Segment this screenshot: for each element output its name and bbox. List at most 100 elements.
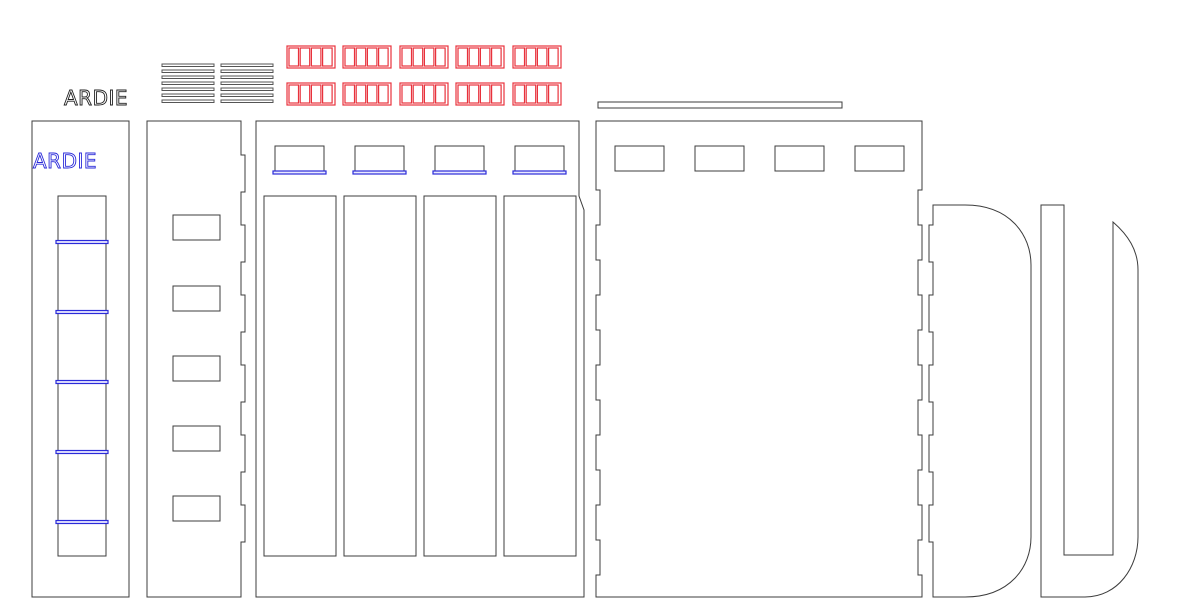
- red-box: [310, 47, 322, 67]
- panel-second: [146, 120, 246, 598]
- red-box: [401, 84, 413, 104]
- panel-second-holes: [172, 214, 221, 522]
- strip: [220, 87, 274, 91]
- window-sill: [432, 170, 487, 175]
- panel-window: [434, 145, 485, 172]
- red-box: [457, 47, 469, 67]
- panel-second-outline: [146, 120, 246, 598]
- red-box: [547, 84, 559, 104]
- red-box: [378, 47, 389, 67]
- top-label: ARDIE: [64, 86, 128, 110]
- red-box-grid: [286, 45, 562, 106]
- red-group: [399, 82, 449, 106]
- panel-slot: [263, 195, 337, 557]
- panel-window: [774, 145, 825, 172]
- panel-hole: [172, 425, 221, 452]
- red-box: [435, 84, 446, 104]
- window-sill: [352, 170, 407, 175]
- strip: [161, 69, 215, 73]
- panel-left-outline: [31, 120, 130, 598]
- long-strip: [597, 101, 843, 109]
- red-group: [512, 45, 562, 69]
- panel-third: [255, 120, 585, 598]
- strip: [220, 75, 274, 79]
- red-box: [288, 47, 300, 67]
- strip: [220, 99, 274, 103]
- red-box: [468, 84, 480, 104]
- panel-slot: [343, 195, 417, 557]
- red-box: [366, 84, 378, 104]
- ladder-rungs: [55, 239, 109, 525]
- panel-third-outline: [255, 120, 585, 598]
- red-group: [286, 45, 336, 69]
- red-box: [423, 84, 435, 104]
- ladder-rung: [55, 519, 109, 525]
- red-box: [491, 47, 502, 67]
- window-sill: [272, 170, 327, 175]
- red-box: [412, 84, 424, 104]
- red-box: [457, 84, 469, 104]
- red-box: [299, 47, 311, 67]
- panel-d-shape: [928, 204, 1032, 598]
- red-group: [342, 45, 392, 69]
- strip-stack: [161, 63, 274, 103]
- red-group: [512, 82, 562, 106]
- red-box: [355, 47, 367, 67]
- panel-hole: [172, 495, 221, 522]
- red-box: [310, 84, 322, 104]
- panel-label: ARDIE: [33, 149, 97, 173]
- strip: [220, 93, 274, 97]
- red-box: [525, 47, 537, 67]
- red-box: [401, 47, 413, 67]
- panel-hole: [172, 355, 221, 382]
- red-box: [536, 84, 548, 104]
- panel-slot: [423, 195, 497, 557]
- red-box: [423, 47, 435, 67]
- panel-fourth-windows: [614, 145, 905, 172]
- panel-third-slots: [263, 195, 577, 557]
- red-box: [479, 47, 491, 67]
- ladder-rung: [55, 449, 109, 455]
- red-group: [342, 82, 392, 106]
- panel-window: [514, 145, 565, 172]
- strip: [220, 63, 274, 67]
- red-box: [378, 84, 389, 104]
- strip: [161, 81, 215, 85]
- red-box: [299, 84, 311, 104]
- red-box: [344, 47, 356, 67]
- strip: [161, 75, 215, 79]
- strip: [161, 93, 215, 97]
- strip: [161, 87, 215, 91]
- red-box: [322, 84, 333, 104]
- panel-u-shape: [1040, 204, 1139, 598]
- strip: [220, 81, 274, 85]
- red-box: [536, 47, 548, 67]
- red-box: [366, 47, 378, 67]
- red-box: [479, 84, 491, 104]
- panel-hole: [172, 214, 221, 241]
- red-group: [286, 82, 336, 106]
- panel-window: [614, 145, 665, 172]
- panel-third-windows: [272, 145, 567, 175]
- red-box: [525, 84, 537, 104]
- panel-window: [274, 145, 325, 172]
- strip: [161, 63, 215, 67]
- red-box: [288, 84, 300, 104]
- strip: [220, 69, 274, 73]
- panel-fourth-outline: [595, 120, 923, 598]
- panel-window: [854, 145, 905, 172]
- red-box: [491, 84, 502, 104]
- panel-fourth: [595, 120, 923, 598]
- red-box: [344, 84, 356, 104]
- panel-slot: [503, 195, 577, 557]
- ladder-rung: [55, 309, 109, 315]
- red-group: [455, 45, 505, 69]
- red-box: [435, 47, 446, 67]
- panel-window: [694, 145, 745, 172]
- panel-hole: [172, 285, 221, 312]
- panel-left: ARDIE: [31, 120, 130, 598]
- red-box: [514, 84, 526, 104]
- window-sill: [512, 170, 567, 175]
